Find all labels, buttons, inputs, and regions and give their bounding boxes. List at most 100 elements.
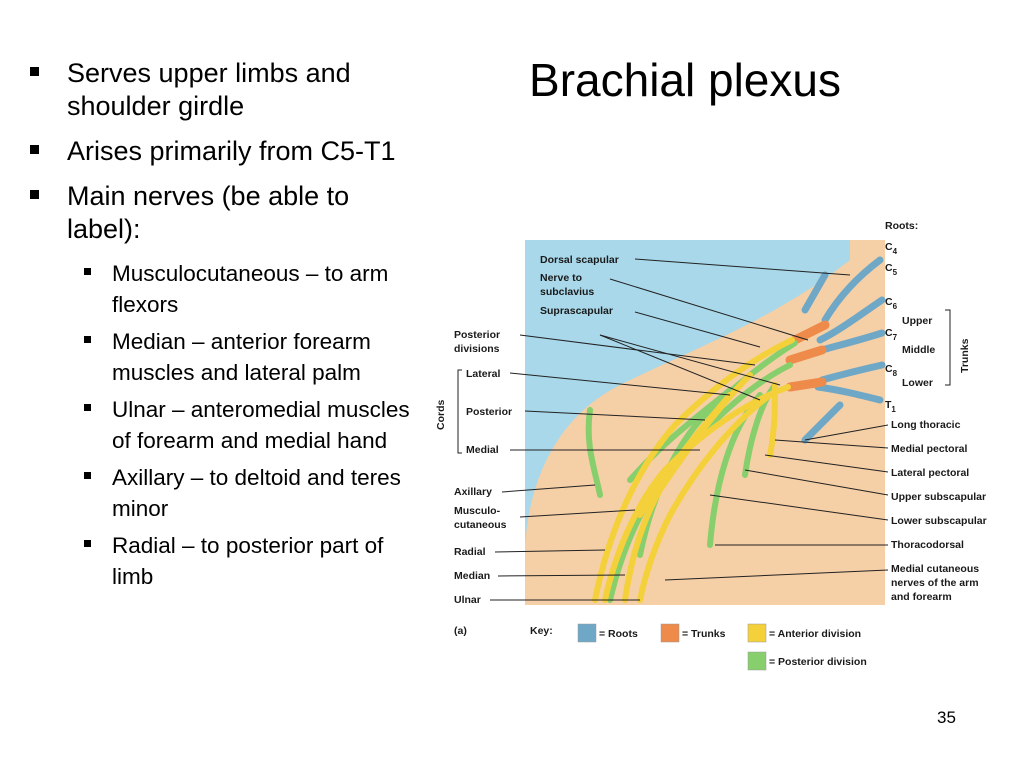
label-lateral-pectoral: Lateral pectoral: [891, 467, 969, 479]
sub-bullet-item: Musculocutaneous – to arm flexors: [67, 258, 425, 320]
bullet-item: Arises primarily from C5-T1: [30, 135, 425, 168]
label-key-anterior: = Anterior division: [769, 628, 861, 640]
key-posterior-swatch: [747, 651, 767, 671]
bullet-text: Serves upper limbs and shoulder girdle: [67, 58, 351, 121]
label-trunks-heading: Trunks: [959, 338, 971, 373]
left-leader-lines: [490, 258, 851, 601]
leader-upper-subscapular: [744, 469, 889, 496]
sub-bullet-item: Median – anterior forearm muscles and la…: [67, 326, 425, 388]
sub-bullet-marker: [84, 404, 91, 411]
sub-bullet-marker: [84, 268, 91, 275]
right-leader-lines: [664, 424, 889, 581]
leader-suprascapular: [634, 311, 761, 348]
root-c8: [818, 361, 886, 384]
label-root-c5: C5: [885, 262, 898, 277]
label-roots-heading: Roots:: [885, 220, 918, 232]
cords-bracket: [457, 369, 462, 454]
ulnar-nerve: [637, 392, 773, 603]
bullet-item: Serves upper limbs and shoulder girdle: [30, 57, 425, 123]
label-medial-cutaneous-2: nerves of the arm: [891, 577, 979, 589]
key-roots-swatch: [577, 623, 597, 643]
bullet-marker: [30, 190, 39, 199]
leader-nerve-to-subclavius: [609, 278, 809, 341]
axillary-loop: [585, 407, 603, 498]
label-cords-heading: Cords: [435, 400, 447, 430]
label-posterior-divisions-1: Posterior: [454, 329, 500, 341]
leader-long-thoracic: [804, 424, 889, 441]
bullet-marker: [30, 67, 39, 76]
medial-pectoral-branch: [767, 382, 778, 458]
leader-medial-pectoral: [774, 439, 889, 449]
leader-lower-subscapular: [709, 494, 889, 521]
sub-bullet-item: Ulnar – anteromedial muscles of forearm …: [67, 394, 425, 456]
label-medial-cutaneous-1: Medial cutaneous: [891, 563, 979, 575]
dorsal-scapular-branch: [801, 271, 829, 314]
brachial-plexus-diagram: Dorsal scapular Nerve to subclavius Supr…: [435, 220, 987, 671]
leader-radial: [494, 549, 606, 553]
label-root-c7: C7: [885, 327, 898, 342]
sub-bullet-item: Axillary – to deltoid and teres minor: [67, 462, 425, 524]
sub-bullet-text: Radial – to posterior part of limb: [112, 533, 384, 589]
neck-skin: [850, 240, 885, 605]
label-thoracodorsal: Thoracodorsal: [891, 539, 964, 551]
label-posterior-divisions-2: divisions: [454, 343, 500, 355]
label-root-t1: T1: [885, 399, 896, 414]
label-panel: (a): [454, 625, 467, 637]
leader-dorsal-scapular: [634, 258, 851, 276]
sub-bullet-text: Median – anterior forearm muscles and la…: [112, 329, 371, 385]
roots-group: [801, 256, 886, 444]
sub-bullet-marker: [84, 336, 91, 343]
root-c5: [821, 256, 884, 324]
key-anterior-swatch: [747, 623, 767, 643]
sub-bullet-list: Musculocutaneous – to arm flexors Median…: [67, 258, 425, 592]
label-medial-pectoral: Medial pectoral: [891, 443, 968, 455]
label-root-c4: C4: [885, 241, 898, 256]
bullet-text: Main nerves (be able to label):: [67, 181, 350, 244]
label-middle-trunk: Middle: [902, 344, 935, 356]
label-upper-trunk: Upper: [902, 315, 932, 327]
label-radial: Radial: [454, 546, 486, 558]
label-ulnar: Ulnar: [454, 594, 481, 606]
root-c6: [816, 296, 886, 344]
label-nerve-to-subclavius-2: subclavius: [540, 286, 594, 298]
sub-bullet-text: Ulnar – anteromedial muscles of forearm …: [112, 397, 410, 453]
leader-posterior-divisions-2: [599, 334, 781, 386]
leader-posterior-divisions-3: [599, 334, 761, 401]
long-thoracic-branch: [801, 401, 844, 444]
sub-bullet-marker: [84, 472, 91, 479]
label-long-thoracic: Long thoracic: [891, 419, 961, 431]
label-upper-subscapular: Upper subscapular: [891, 491, 986, 503]
label-dorsal-scapular: Dorsal scapular: [540, 254, 619, 266]
label-axillary: Axillary: [454, 486, 492, 498]
label-key-trunks: = Trunks: [682, 628, 726, 640]
label-posterior-cord: Posterior: [466, 406, 512, 418]
label-medial-cord: Medial: [466, 444, 499, 456]
musculocutaneous-nerve: [637, 392, 733, 518]
anterior-division-group: [592, 337, 795, 603]
key-trunks-swatch: [660, 623, 680, 643]
label-key-heading: Key:: [530, 625, 553, 637]
leader-lateral: [509, 372, 731, 396]
label-musculocutaneous-2: cutaneous: [454, 519, 507, 531]
label-medial-cutaneous-3: and forearm: [891, 591, 952, 603]
trunks-bracket: [945, 309, 951, 386]
slide-title: Brachial plexus: [529, 54, 841, 106]
medial-cord: [602, 384, 791, 603]
label-root-c8: C8: [885, 363, 898, 378]
label-lower-trunk: Lower: [902, 377, 933, 389]
root-c7: [818, 329, 886, 354]
leader-axillary: [501, 484, 596, 493]
lower-trunk: [785, 377, 827, 392]
brachial-plexus-figure: Dorsal scapular Nerve to subclavius Supr…: [430, 215, 1015, 675]
label-lateral-cord: Lateral: [466, 368, 501, 380]
label-musculocutaneous-1: Musculo-: [454, 505, 501, 517]
sub-bullet-text: Axillary – to deltoid and teres minor: [112, 465, 401, 521]
bullet-text: Arises primarily from C5-T1: [67, 136, 396, 166]
page-number: 35: [937, 708, 956, 727]
label-key-posterior: = Posterior division: [769, 656, 867, 668]
bullet-item: Main nerves (be able to label): Musculoc…: [30, 180, 425, 592]
label-median: Median: [454, 570, 490, 582]
leader-lateral-pectoral: [764, 454, 889, 473]
label-key-roots: = Roots: [599, 628, 638, 640]
lateral-cord: [592, 337, 795, 603]
